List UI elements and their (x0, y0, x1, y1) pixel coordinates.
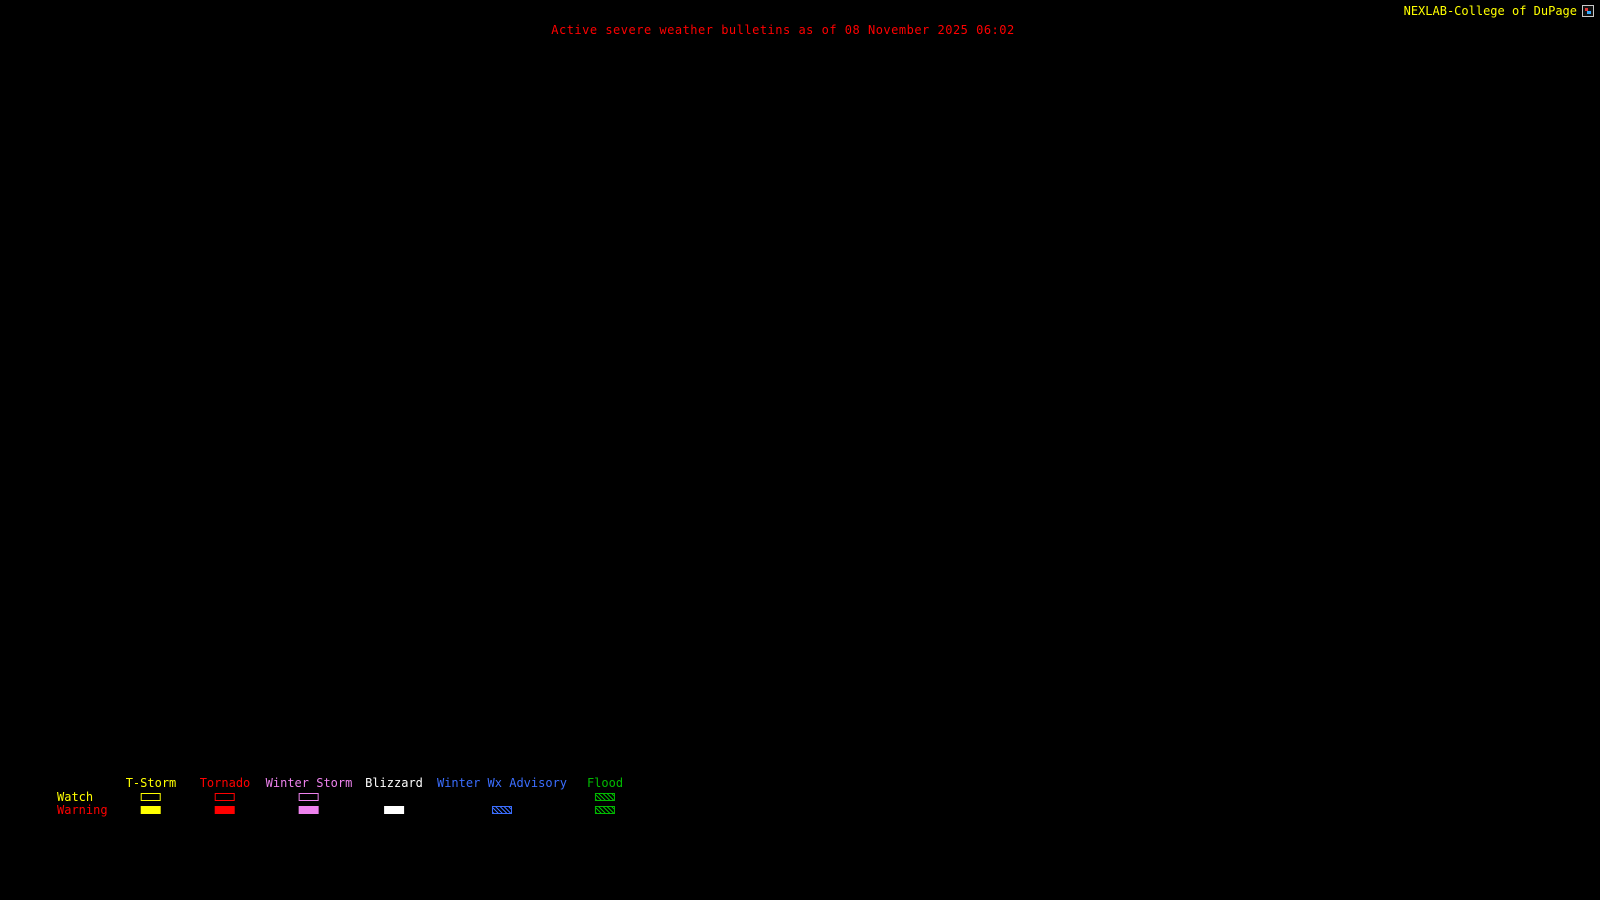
winter-storm-watch-swatch (298, 793, 319, 801)
legend-col-winter-storm: Winter Storm (265, 776, 353, 819)
nexlab-logo-icon (1582, 5, 1594, 17)
winter-wx-advisory-swatch (491, 806, 512, 814)
map-canvas (0, 40, 1600, 760)
page-title: Active severe weather bulletins as of 08… (551, 23, 1015, 37)
flood-warning-swatch (595, 806, 615, 814)
flood-watch-swatch (595, 793, 615, 801)
legend-warning-row-label: Warning (57, 803, 108, 817)
legend-col-flood: Flood (587, 777, 623, 819)
legend-col-label: Blizzard (365, 776, 423, 790)
tornado-warning-swatch (214, 806, 235, 814)
legend-col-winter-wx-advisory: Winter Wx Advisory (437, 777, 567, 819)
blizzard-warning-swatch (383, 806, 404, 814)
winter-storm-warning-swatch (298, 806, 319, 814)
tornado-watch-swatch (214, 793, 235, 801)
legend-col-label: T-Storm (125, 776, 177, 790)
legend-col-label: Winter Wx Advisory (436, 776, 568, 790)
legend-col-label: Winter Storm (265, 776, 353, 790)
tstorm-watch-swatch (140, 793, 161, 801)
legend-watch-row-label: Watch (57, 790, 94, 804)
legend-col-tstorm: T-Storm (125, 776, 177, 819)
legend-col-label: Flood (586, 776, 624, 790)
legend-col-blizzard: Blizzard (365, 777, 423, 819)
legend-col-label: Tornado (199, 776, 251, 790)
tstorm-warning-swatch (140, 806, 161, 814)
brand-label: NEXLAB-College of DuPage (1403, 4, 1577, 18)
legend-col-tornado: Tornado (199, 776, 251, 819)
brand: NEXLAB-College of DuPage (1404, 4, 1594, 18)
